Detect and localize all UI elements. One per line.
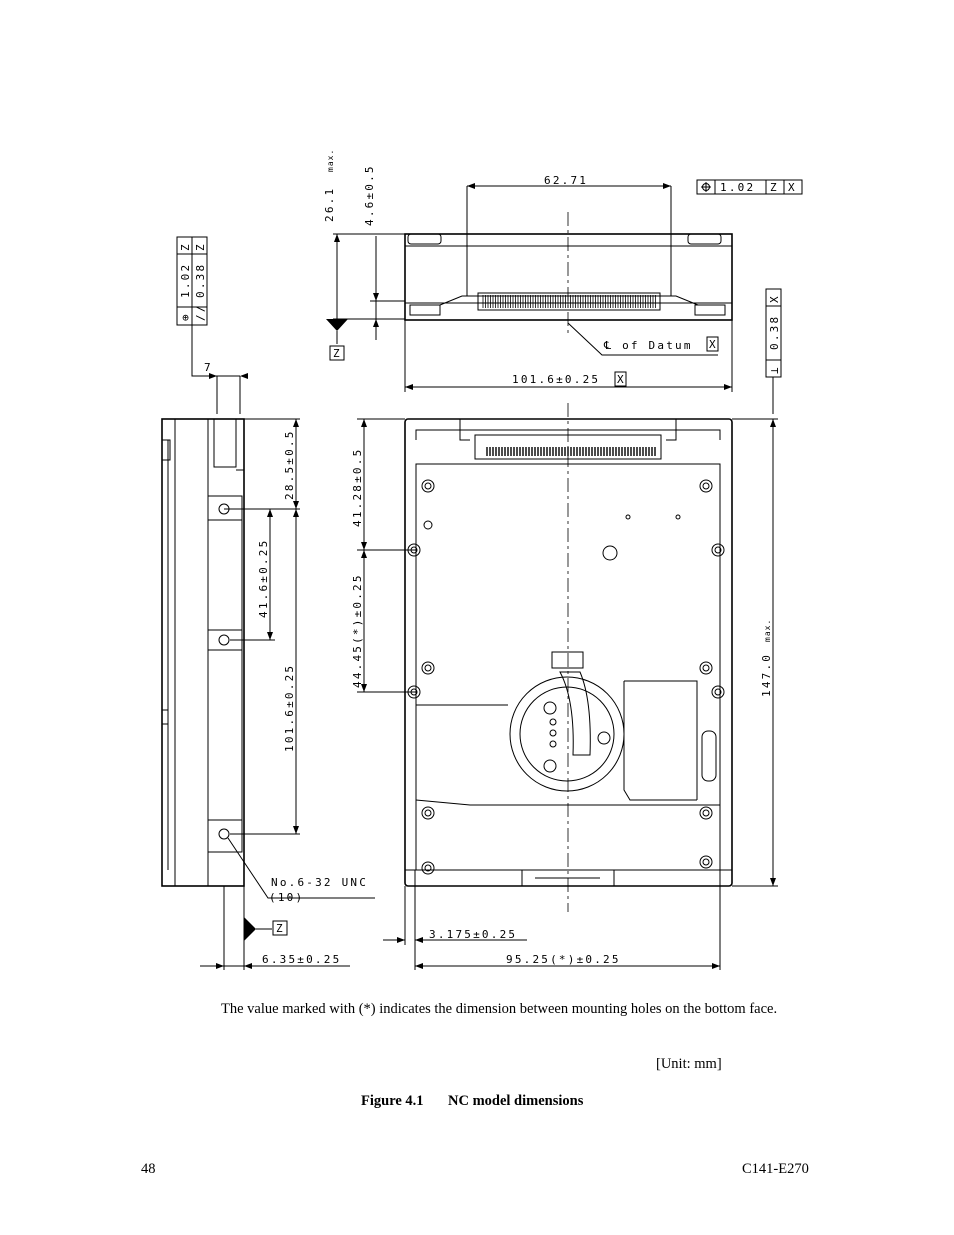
figure-number: Figure 4.1 <box>361 1093 424 1109</box>
side-view <box>161 418 245 887</box>
datum-z-label: Z <box>333 347 342 360</box>
svg-text:X: X <box>617 373 626 386</box>
dim-height: 26.1 <box>323 187 336 222</box>
connector-pins <box>482 295 656 308</box>
dim-side-hole: 6.35±0.25 <box>262 953 341 966</box>
svg-text://: // <box>194 303 207 321</box>
dim-height-suffix: max. <box>326 149 335 172</box>
parallel-tolerance-frame: 1.02 0.38 Z Z ⊕ // <box>176 236 240 377</box>
tol-position-vert: 1.02 <box>179 263 192 298</box>
dim-41-6: 41.6±0.25 <box>257 539 270 618</box>
tol-z2: Z <box>194 242 207 251</box>
svg-text:Z: Z <box>276 922 285 935</box>
dim-width: 101.6±0.25 <box>512 373 600 386</box>
tol-value: 1.02 <box>720 181 755 194</box>
dim-hole-pitch: 95.25(*)±0.25 <box>506 953 621 966</box>
front-view <box>404 212 733 336</box>
figure-title: NC model dimensions <box>448 1093 584 1109</box>
svg-text:⊥: ⊥ <box>768 365 781 374</box>
perpendicular-tolerance-frame: 0.38 X ⊥ <box>765 288 782 414</box>
tol-perp-vert: 0.38 <box>768 315 781 350</box>
top-connector-pins <box>486 447 656 456</box>
document-id: C141-E270 <box>742 1161 809 1177</box>
tol-parallel-vert: 0.38 <box>194 263 207 298</box>
tol-datum-x: X <box>788 181 797 194</box>
screw-spec: No.6-32 UNC <box>271 876 368 889</box>
datum-centerline-label: ℄ of Datum <box>603 339 693 352</box>
dim-41-28: 41.28±0.5 <box>351 448 364 527</box>
position-tolerance-frame: 1.02 Z X <box>696 179 803 195</box>
dim-length: 147.0 <box>760 653 773 697</box>
svg-text:⊕: ⊕ <box>179 312 192 321</box>
top-view <box>404 403 733 912</box>
dim-connector-offset: 4.6±0.5 <box>363 164 376 226</box>
dim-step: 7 <box>204 361 213 374</box>
figure-caption: Figure 4.1 NC model dimensions <box>361 1093 583 1110</box>
svg-text:X: X <box>709 338 718 351</box>
dim-101-6-side: 101.6±0.25 <box>283 664 296 752</box>
dim-length-suffix: max. <box>763 619 772 642</box>
tol-z1: Z <box>179 242 192 251</box>
dim-28-5: 28.5±0.5 <box>283 429 296 500</box>
unit-label: [Unit: mm] <box>656 1056 722 1072</box>
dimension-drawing: 62.71 1.02 Z X 26.1 max. 4.6±0.5 Z 1.02 … <box>161 149 803 970</box>
dim-connector-pitch: 62.71 <box>544 174 588 187</box>
tol-datum-z: Z <box>770 181 779 194</box>
dim-edge-offset: 3.175±0.25 <box>429 928 517 941</box>
page-number: 48 <box>141 1161 156 1177</box>
dimension-note: The value marked with (*) indicates the … <box>221 1001 778 1017</box>
screw-qty: (10) <box>269 891 304 904</box>
dim-44-45: 44.45(*)±0.25 <box>351 573 364 688</box>
svg-text:X: X <box>768 294 781 303</box>
